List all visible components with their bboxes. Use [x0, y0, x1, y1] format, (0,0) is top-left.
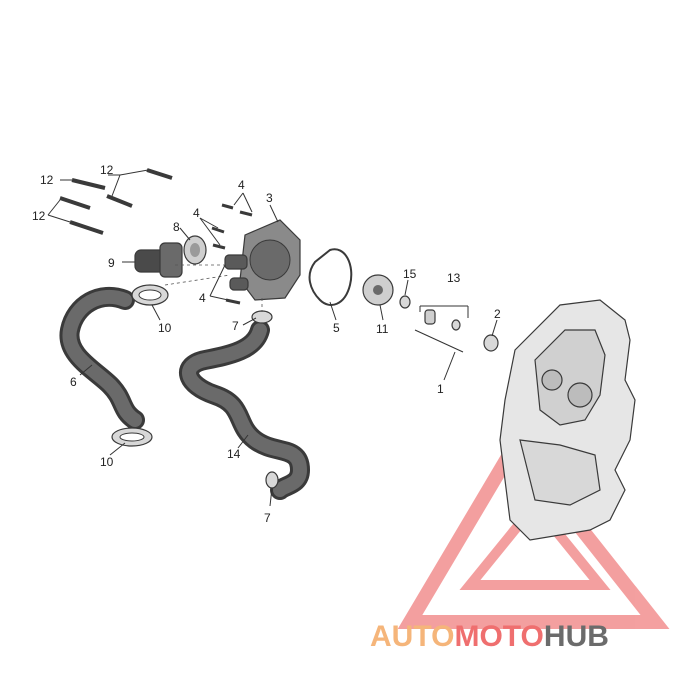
- callout-3: 3: [266, 191, 273, 205]
- callout-7-lower: 7: [264, 511, 271, 525]
- leader-lines: [47, 169, 498, 507]
- callout-10-lower: 10: [100, 455, 114, 469]
- callout-labels: 1 2 3 4 4 4 5 6 7 7 8 9 10 10 11 12 12 1…: [32, 163, 501, 525]
- callout-4-mid: 4: [193, 206, 200, 220]
- pump-shaft-13: [424, 309, 461, 331]
- engine-cover-rib-2: [519, 439, 601, 506]
- washer-15: [399, 295, 411, 309]
- impeller-11: [362, 274, 394, 306]
- hose-6-highlight: [62, 289, 142, 427]
- watermark-triangle-outer: [397, 432, 670, 629]
- bracket-lines: [414, 305, 469, 353]
- callout-7-upper: 7: [232, 319, 239, 333]
- seal-2: [483, 334, 499, 352]
- hose-clamp-7-upper: [251, 310, 273, 324]
- callout-4-top: 4: [238, 178, 245, 192]
- callout-2: 2: [494, 307, 501, 321]
- callout-10-upper: 10: [158, 321, 172, 335]
- callout-12-lower: 12: [32, 209, 46, 223]
- bolt-12-c: [146, 168, 173, 180]
- screw-4-group: [211, 203, 253, 305]
- hose-clamp-10-lower: [111, 427, 153, 447]
- callout-12-left: 12: [40, 173, 54, 187]
- callout-13: 13: [447, 271, 461, 285]
- hose-14-highlight: [182, 323, 308, 497]
- outlet-pipe-9: [134, 242, 183, 278]
- engine-cover: [499, 299, 636, 541]
- callout-1: 1: [437, 382, 444, 396]
- watermark-text-moto: MOTO: [454, 620, 543, 653]
- bolt-12-e: [69, 220, 104, 235]
- callout-15: 15: [403, 267, 417, 281]
- watermark-text-hub: HUB: [544, 620, 609, 653]
- watermark-text-auto: AUTO: [370, 620, 454, 653]
- callout-11: 11: [376, 322, 389, 336]
- callout-4-low: 4: [199, 291, 206, 305]
- engine-cover-boss-2: [567, 382, 593, 408]
- hose-clamp-7-lower: [265, 471, 279, 489]
- callout-6: 6: [70, 375, 77, 389]
- watermark-triangle-inner: [459, 497, 611, 590]
- watermark-text: AUTOMOTOHUB: [370, 620, 609, 653]
- watermark-logo: [397, 432, 670, 629]
- callout-14: 14: [227, 447, 241, 461]
- bolt-12-a: [71, 178, 106, 190]
- callout-9: 9: [108, 256, 115, 270]
- gasket-5: [308, 248, 353, 306]
- engine-cover-boss-1: [541, 369, 563, 391]
- bolt-12-d: [59, 196, 91, 210]
- pump-cover-3: [224, 219, 301, 301]
- callout-5: 5: [333, 321, 340, 335]
- callout-12-top: 12: [100, 163, 114, 177]
- hose-clamp-10-upper: [131, 284, 169, 306]
- thermostat-8: [183, 235, 207, 265]
- bolt-12-b: [106, 194, 133, 208]
- svg-text:AUTOMOTOHUB: AUTOMOTOHUB: [370, 620, 609, 653]
- callout-8: 8: [173, 220, 180, 234]
